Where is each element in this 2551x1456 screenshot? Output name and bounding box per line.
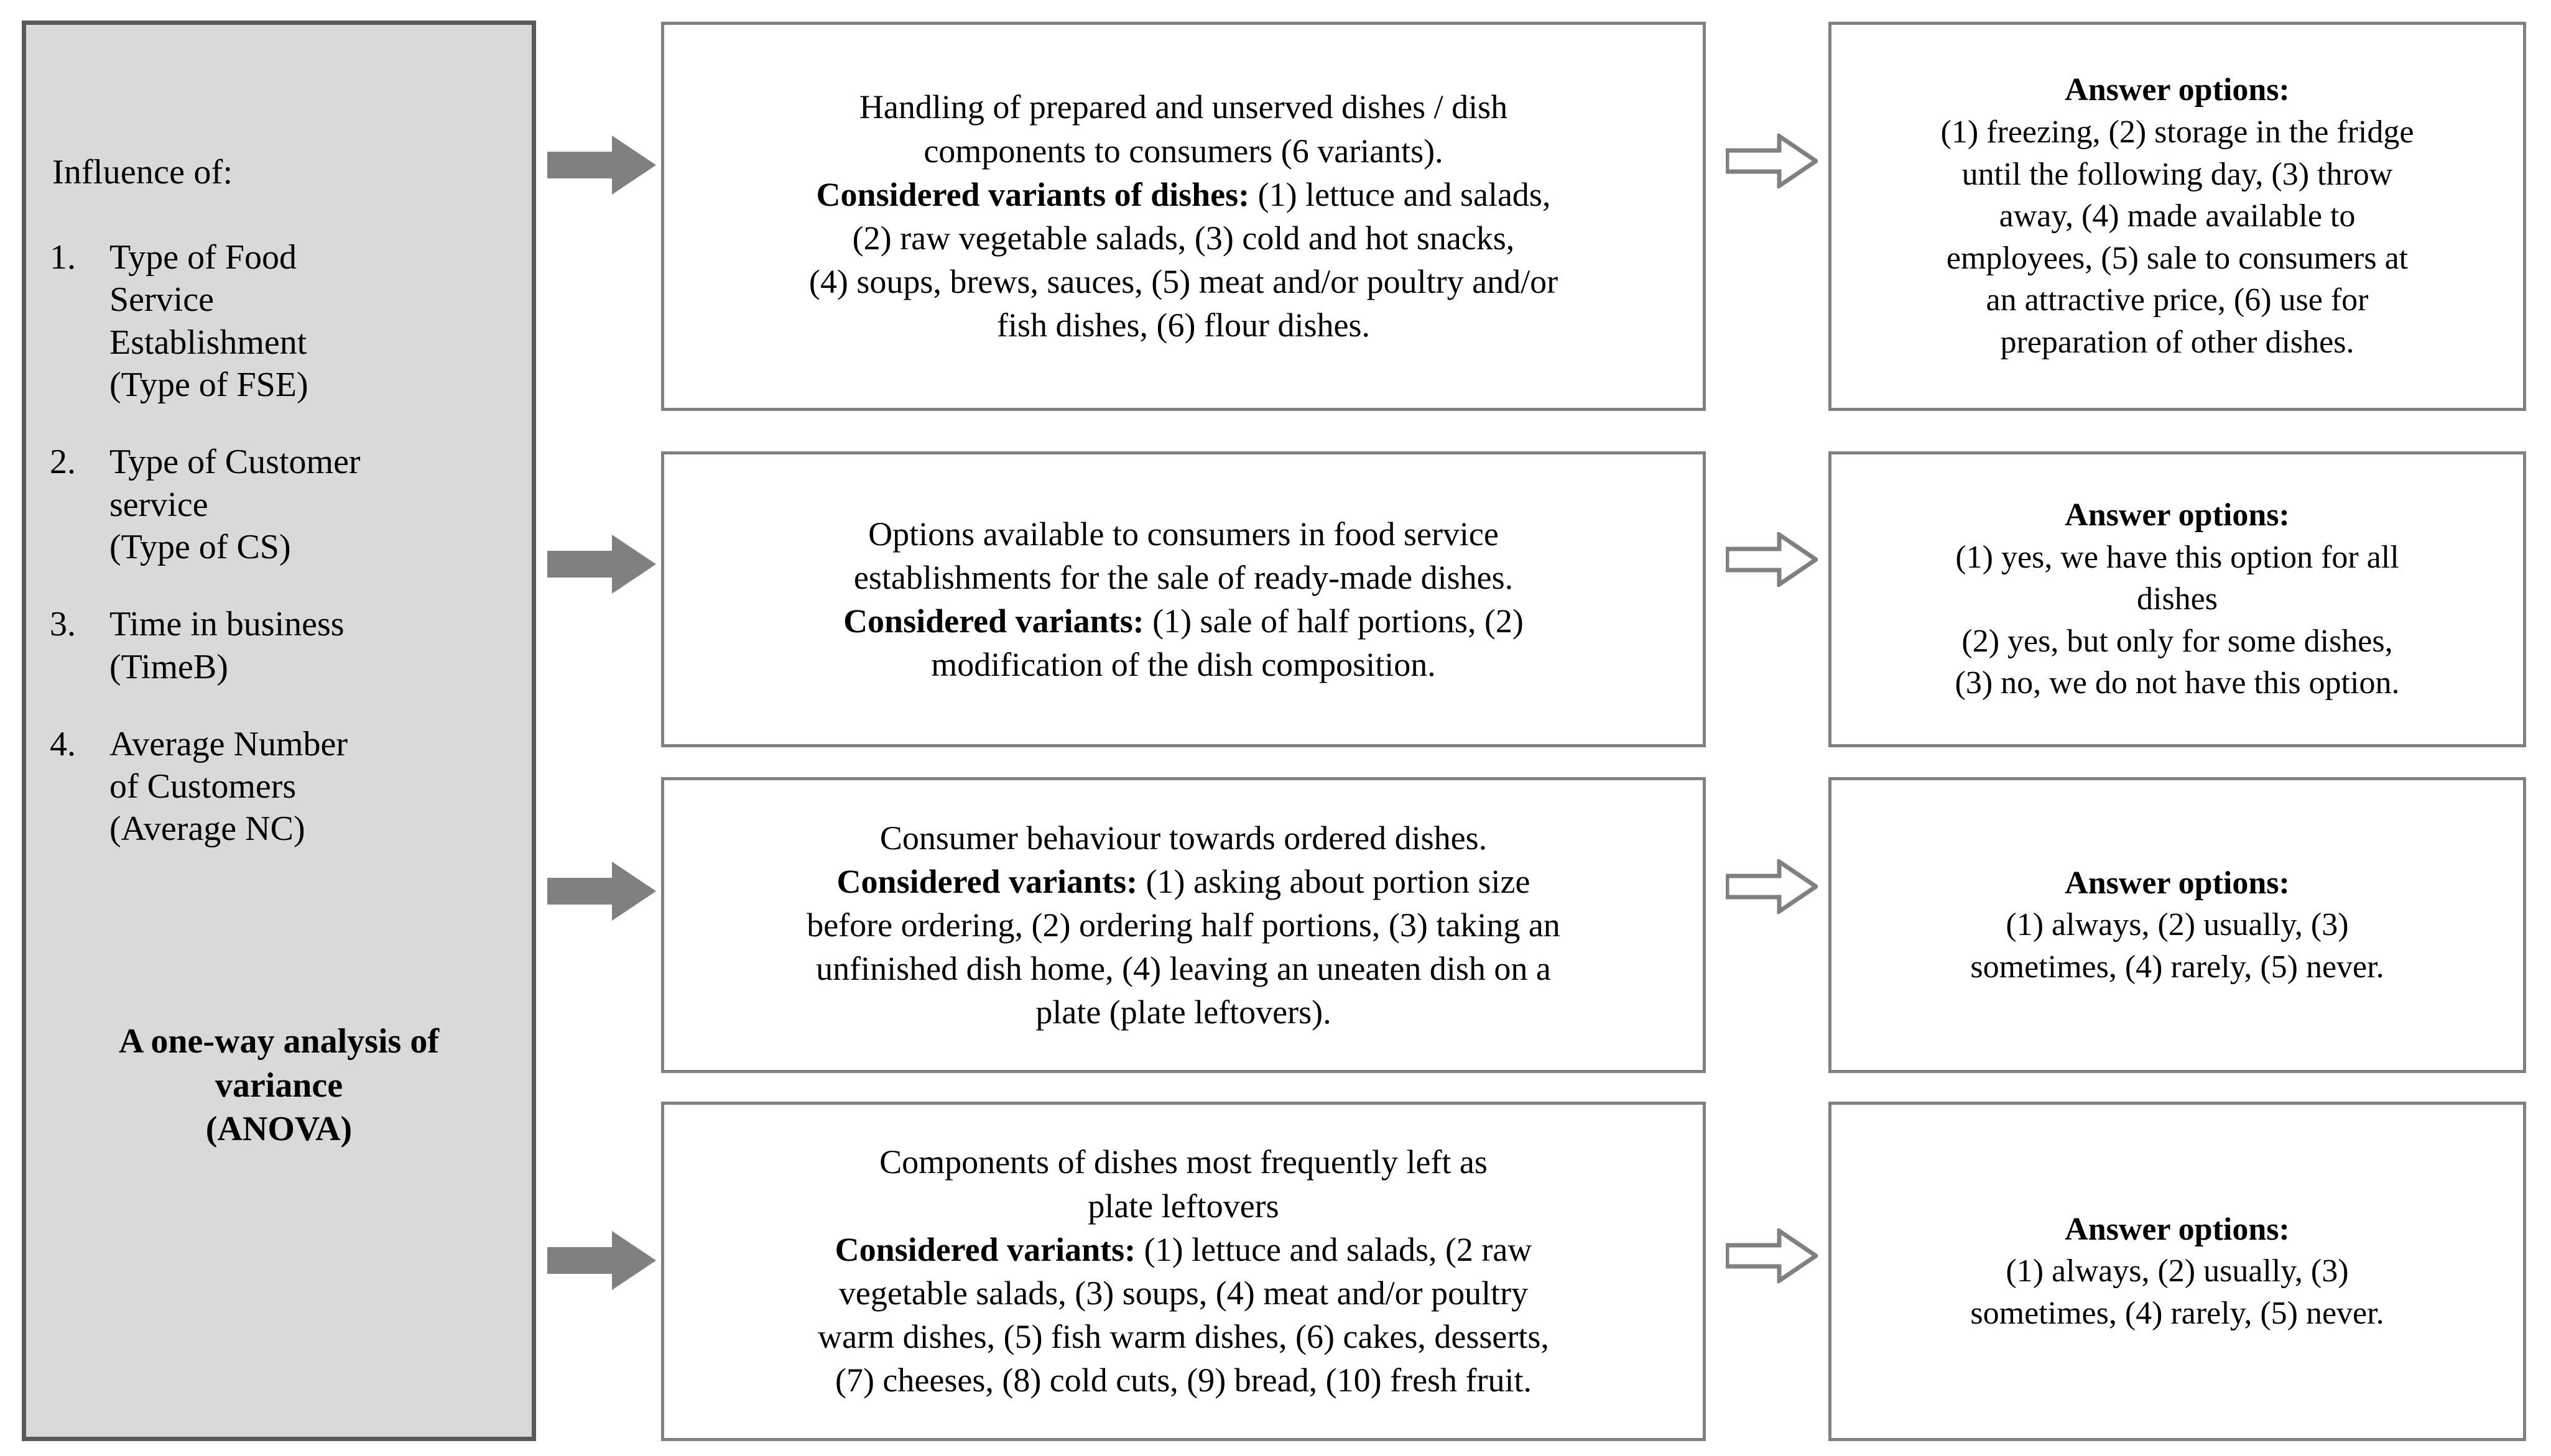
influence-item-label: Type of Food Service Establishment (Type… — [109, 238, 308, 404]
arrow-right-outline-icon — [1726, 1228, 1818, 1283]
answer-box-3: Answer options: (1) always, (2) usually,… — [1828, 777, 2526, 1073]
question-line: Components of dishes most frequently lef… — [879, 1143, 1488, 1181]
arrow-right-solid-icon — [547, 1231, 656, 1290]
answer-line: (1) freezing, (2) storage in the fridge — [1940, 114, 2414, 150]
answer-options-heading: Answer options: — [2065, 497, 2290, 533]
arrow-right-outline-icon — [1726, 134, 1818, 188]
variants-label: Considered variants: — [835, 1230, 1136, 1268]
variants-line: (1) sale of half portions, (2) — [1144, 602, 1524, 640]
answer-line: away, (4) made available to — [1999, 198, 2356, 234]
influence-item-label: Average Number of Customers (Average NC) — [109, 724, 348, 849]
answer-line: dishes — [2137, 581, 2218, 617]
variants-line: warm dishes, (5) fish warm dishes, (6) c… — [818, 1318, 1549, 1356]
variants-line: plate (plate leftovers). — [1035, 993, 1331, 1031]
answer-line: sometimes, (4) rarely, (5) never. — [1970, 1295, 2384, 1331]
answer-line: (3) no, we do not have this option. — [1955, 665, 2400, 701]
anova-method-label: A one-way analysis of variance (ANOVA) — [119, 1022, 439, 1149]
influence-title: Influence of: — [52, 153, 233, 191]
influence-item-label: Time in business (TimeB) — [109, 605, 345, 686]
list-item: 3. Time in business (TimeB) — [50, 603, 522, 688]
variants-label: Considered variants: — [843, 602, 1144, 640]
variants-line: (2) raw vegetable salads, (3) cold and h… — [852, 219, 1515, 257]
answer-line: preparation of other dishes. — [2000, 324, 2354, 360]
question-box-4: Components of dishes most frequently lef… — [661, 1102, 1706, 1441]
answer-line: employees, (5) sale to consumers at — [1946, 240, 2409, 276]
answer-line: sometimes, (4) rarely, (5) never. — [1970, 949, 2384, 985]
variants-line: fish dishes, (6) flour dishes. — [997, 306, 1370, 344]
arrow-right-outline-icon — [1726, 859, 1818, 914]
answer-line: (1) yes, we have this option for all — [1955, 539, 2399, 575]
variants-line: unfinished dish home, (4) leaving an une… — [816, 950, 1551, 988]
variants-line: (7) cheeses, (8) cold cuts, (9) bread, (… — [835, 1362, 1532, 1399]
question-box-1: Handling of prepared and unserved dishes… — [661, 22, 1706, 411]
influence-item-label: Type of Customer service (Type of CS) — [109, 443, 361, 566]
answer-options-heading: Answer options: — [2065, 1211, 2290, 1247]
answer-line: (1) always, (2) usually, (3) — [2006, 907, 2349, 943]
answer-line: (2) yes, but only for some dishes, — [1961, 623, 2393, 659]
variants-line: before ordering, (2) ordering half porti… — [807, 906, 1560, 944]
variants-line: (4) soups, brews, sauces, (5) meat and/o… — [808, 263, 1558, 301]
arrow-right-solid-icon — [547, 136, 656, 195]
answer-options-heading: Answer options: — [2065, 72, 2290, 108]
variants-line: (1) lettuce and salads, (2 raw — [1136, 1230, 1532, 1268]
influence-item-number: 1. — [50, 238, 76, 277]
variants-label: Considered variants: — [836, 862, 1138, 900]
question-line: components to consumers (6 variants). — [924, 132, 1443, 170]
influence-factor-list: 1. Type of Food Service Establishment (T… — [50, 236, 522, 885]
answer-box-1: Answer options: (1) freezing, (2) storag… — [1828, 22, 2526, 411]
answer-options-heading: Answer options: — [2065, 865, 2290, 901]
influence-item-number: 3. — [50, 605, 76, 644]
arrow-right-solid-icon — [547, 535, 656, 594]
list-item: 4. Average Number of Customers (Average … — [50, 723, 522, 850]
variants-line: (1) asking about portion size — [1137, 862, 1530, 900]
arrow-right-solid-icon — [547, 862, 656, 921]
question-line: establishments for the sale of ready-mad… — [853, 558, 1514, 596]
variants-line: (1) lettuce and salads, — [1249, 175, 1551, 213]
influence-panel: Influence of: 1. Type of Food Service Es… — [22, 21, 536, 1441]
influence-item-number: 4. — [50, 724, 76, 763]
question-line: Handling of prepared and unserved dishes… — [859, 88, 1508, 126]
question-line: plate leftovers — [1088, 1187, 1279, 1225]
variants-line: modification of the dish composition. — [931, 646, 1436, 684]
variants-line: vegetable salads, (3) soups, (4) meat an… — [838, 1274, 1529, 1312]
list-item: 1. Type of Food Service Establishment (T… — [50, 236, 522, 406]
question-box-2: Options available to consumers in food s… — [661, 451, 1706, 747]
question-line: Options available to consumers in food s… — [868, 515, 1499, 553]
influence-item-number: 2. — [50, 443, 76, 482]
variants-label: Considered variants of dishes: — [816, 175, 1250, 213]
question-line: Consumer behaviour towards ordered dishe… — [879, 819, 1488, 857]
answer-box-2: Answer options: (1) yes, we have this op… — [1828, 451, 2526, 747]
answer-line: until the following day, (3) throw — [1961, 156, 2393, 192]
arrow-right-outline-icon — [1726, 532, 1818, 587]
question-box-3: Consumer behaviour towards ordered dishe… — [661, 777, 1706, 1073]
answer-box-4: Answer options: (1) always, (2) usually,… — [1828, 1102, 2526, 1441]
list-item: 2. Type of Customer service (Type of CS) — [50, 441, 522, 568]
answer-line: an attractive price, (6) use for — [1986, 282, 2369, 318]
answer-line: (1) always, (2) usually, (3) — [2006, 1253, 2349, 1289]
